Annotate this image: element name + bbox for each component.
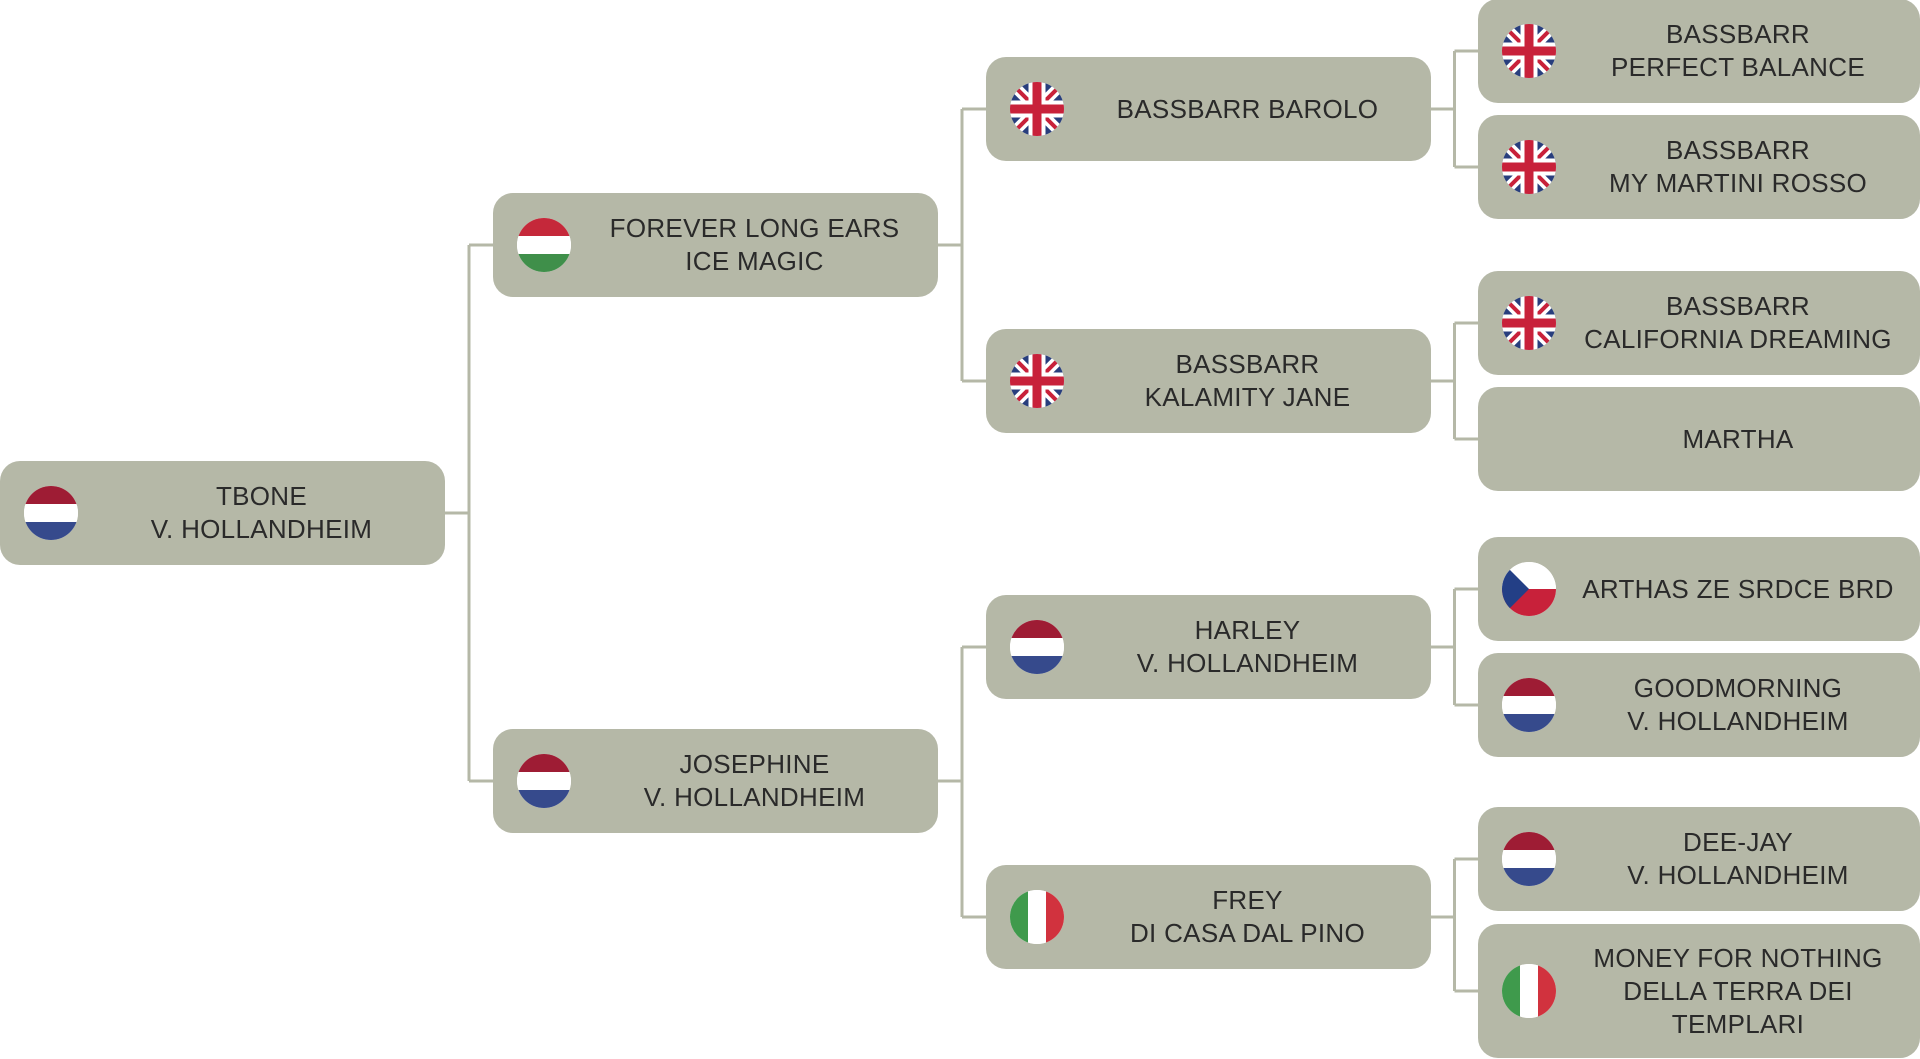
node-label-line: BASSBARR BAROLO <box>1116 93 1379 124</box>
node-label-line: JOSEPHINE <box>679 749 830 779</box>
italy-flag-icon <box>1502 964 1556 1018</box>
node-label-line: GOODMORNING <box>1633 673 1843 703</box>
node-label-line: DEE-JAY <box>1683 827 1793 857</box>
node-label-line: HARLEY <box>1194 615 1301 645</box>
node-label-line: BASSBARR <box>1175 349 1320 379</box>
node-label-line: MONEY FOR NOTHING <box>1593 942 1883 973</box>
uk-flag-icon <box>1502 24 1556 78</box>
hungary-flag-icon <box>517 218 571 272</box>
netherlands-flag-icon <box>1010 620 1064 674</box>
node-label-line: DELLA TERRA DEI <box>1623 975 1853 1006</box>
node-label: MARTHA <box>1568 387 1908 491</box>
connector-line <box>1431 49 1478 169</box>
uk-flag-icon <box>1010 82 1064 136</box>
netherlands-flag-icon <box>1502 678 1556 732</box>
node-label-line: CALIFORNIA DREAMING <box>1584 324 1892 354</box>
netherlands-flag-icon <box>24 486 78 540</box>
connector-line <box>938 645 986 919</box>
node-label-line: MARTHA <box>1682 423 1794 454</box>
pedigree-node: BASSBARR BAROLO <box>986 57 1431 161</box>
connector-line <box>1431 587 1478 707</box>
node-label-line: TEMPLARI <box>1671 1008 1805 1039</box>
pedigree-node: MARTHA <box>1478 387 1920 491</box>
netherlands-flag-icon <box>1502 832 1556 886</box>
node-label-line: FOREVER LONG EARS <box>609 213 900 243</box>
node-label-line: BASSBARR <box>1665 19 1810 49</box>
node-label-line: V. HOLLANDHEIM <box>1627 706 1849 736</box>
connector-line <box>1431 321 1478 441</box>
node-label-line: BASSBARR <box>1665 135 1810 165</box>
node-label-line: V. HOLLANDHEIM <box>1627 860 1849 890</box>
node-label: ARTHAS ZE SRDCE BRD <box>1568 537 1908 641</box>
connector-line <box>445 243 493 783</box>
node-label-line: KALAMITY JANE <box>1144 382 1351 412</box>
uk-flag-icon <box>1502 296 1556 350</box>
italy-flag-icon <box>1010 890 1064 944</box>
connector-line <box>1431 857 1478 993</box>
node-label-line: ICE MAGIC <box>685 246 824 276</box>
uk-flag-icon <box>1010 354 1064 408</box>
node-label-line: V. HOLLANDHEIM <box>643 782 866 812</box>
node-label: BASSBARR BAROLO <box>1076 57 1419 161</box>
node-label-line: FREY <box>1212 885 1283 915</box>
node-label-line: TBONE <box>215 481 308 511</box>
connector-line <box>938 107 986 383</box>
node-label-line: DI CASA DAL PINO <box>1129 918 1366 948</box>
czech-flag-icon <box>1502 562 1556 616</box>
node-label-line: V. HOLLANDHEIM <box>1136 648 1359 678</box>
node-label-line: ARTHAS ZE SRDCE BRD <box>1582 573 1894 604</box>
node-label-line: PERFECT BALANCE <box>1611 52 1865 82</box>
node-label-line: V. HOLLANDHEIM <box>150 514 373 544</box>
node-label-line: BASSBARR <box>1665 291 1810 321</box>
pedigree-node: ARTHAS ZE SRDCE BRD <box>1478 537 1920 641</box>
uk-flag-icon <box>1502 140 1556 194</box>
node-label-line: MY MARTINI ROSSO <box>1608 168 1868 198</box>
netherlands-flag-icon <box>517 754 571 808</box>
